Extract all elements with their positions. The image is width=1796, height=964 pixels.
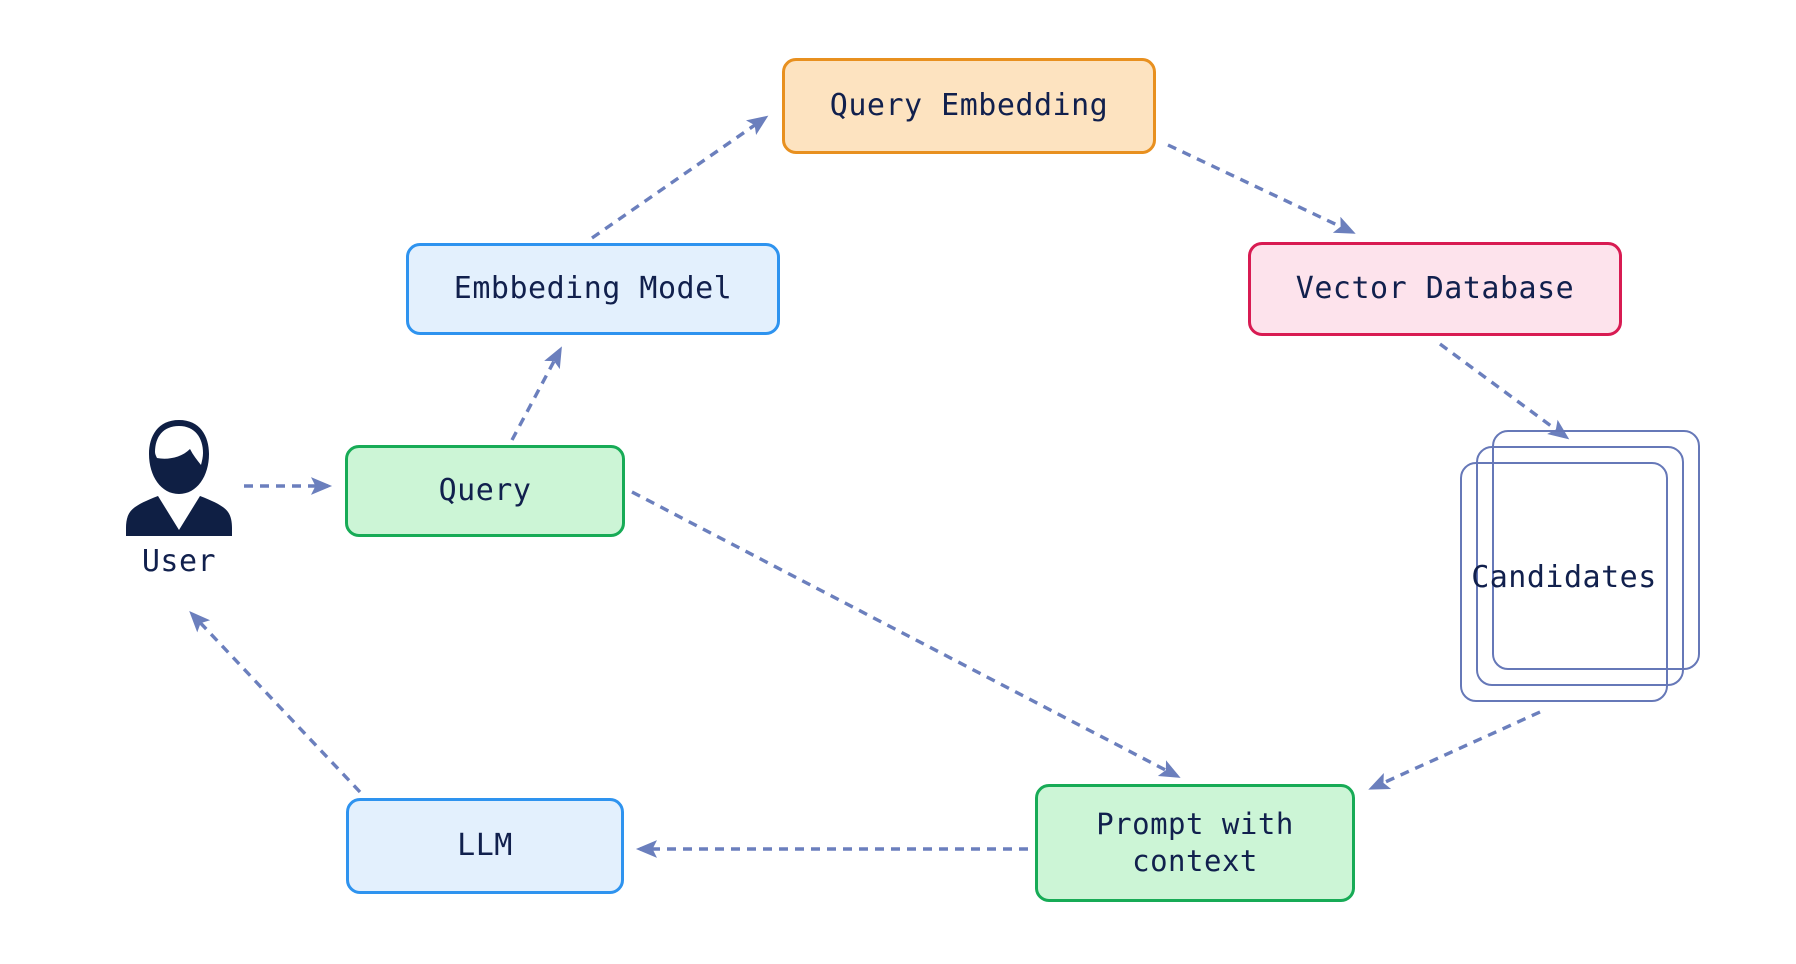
node-llm[interactable]: LLM [346,798,624,894]
node-query[interactable]: Query [345,445,625,537]
actor-user-label: User [141,544,217,579]
edge-vector-database-to-candidates [1438,342,1570,440]
node-candidates[interactable]: Candidates [1460,430,1700,702]
node-prompt-with-context[interactable]: Prompt with context [1035,784,1355,902]
candidates-sheet-middle [1476,446,1684,686]
node-vector-database[interactable]: Vector Database [1248,242,1622,336]
edge-query-to-embedding-model [510,346,562,441]
candidates-sheet-back [1492,430,1700,670]
edge-llm-to-user [189,611,362,794]
edge-embedding-model-to-query-embedding [591,115,769,240]
actor-user[interactable]: User [118,418,240,590]
edge-candidates-to-prompt [1368,710,1541,790]
node-candidates-label: Candidates [1471,560,1657,595]
edge-query-embedding-to-vector-database [1167,143,1356,234]
node-embedding-model[interactable]: Embbeding Model [406,243,780,335]
user-avatar-icon [126,420,232,536]
node-query-embedding[interactable]: Query Embedding [782,58,1156,154]
candidates-sheet-front [1460,462,1668,702]
edge-query-to-prompt [631,490,1181,778]
